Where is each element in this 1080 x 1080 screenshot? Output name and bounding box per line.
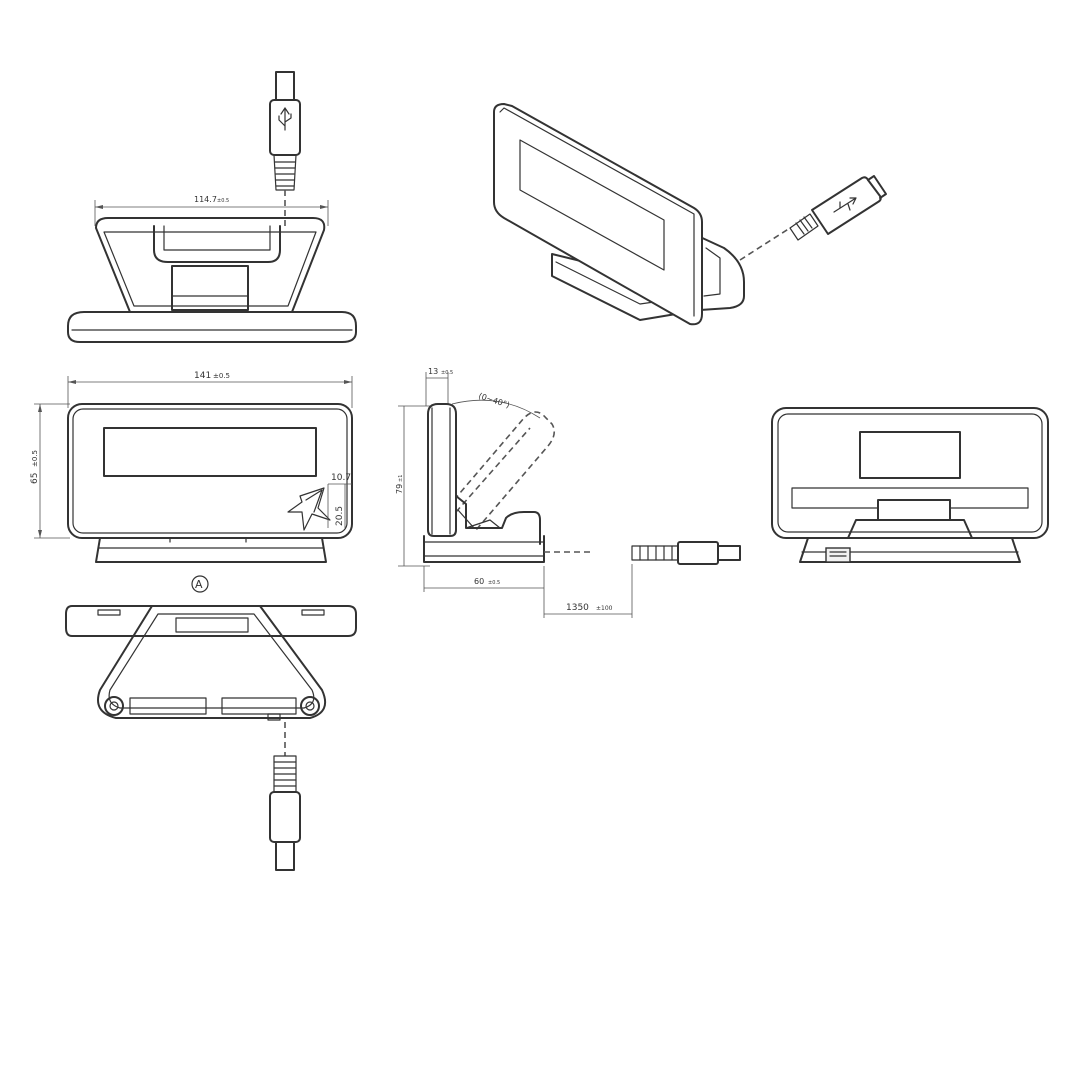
dimension-tilt: (0~40°) [451,391,541,419]
usb-plug-top [269,71,301,226]
dim-text-logo-y: 20.5 [335,506,345,526]
dimension-front-height: 65 ±0.5 [30,403,70,539]
dim-text-front-width: 141 [194,371,211,381]
view-arrow-label: A [195,578,203,591]
dim-text-side-depth: 13 [428,367,438,376]
usb-plug-iso [789,175,887,241]
dim-text-front-height: 65 [30,473,40,484]
dim-text-tilt: (0~40°) [477,391,510,410]
usb-trident-icon [278,107,292,131]
dimension-side-height: 79 ±1 [395,405,430,567]
dim-tol-cable-length: ±100 [596,605,613,612]
isometric-view [493,103,887,326]
dim-text-side-height: 79 [395,484,404,494]
top-view: 114.7 ±0.5 [67,71,357,343]
dim-tol-base-depth: ±0.5 [488,580,500,586]
dim-text-cable-length: 1350 [566,603,589,613]
bottom-view [65,605,357,871]
dimension-base-depth: 60 ±0.5 [423,566,545,618]
dim-text-top-width: 114.7 [194,195,217,204]
dim-text-logo-x: 10.7 [331,473,351,483]
rear-view [771,407,1049,563]
dim-tol-top-width: ±0.5 [217,198,229,204]
dim-tol-side-depth: ±0.5 [441,370,453,376]
dim-text-base-depth: 60 [474,577,484,586]
dimension-side-depth-top: 13 ±0.5 [425,367,453,406]
usb-trident-icon-iso [833,197,857,213]
usb-plug-side [631,541,741,565]
dimension-front-width: 141 ±0.5 [67,371,353,408]
front-view: 141 ±0.5 65 ±0.5 10.7 20.5 [30,371,353,593]
dim-tol-side-height: ±1 [398,475,404,482]
side-view: 13 ±0.5 (0~40°) 79 ±1 [395,367,741,618]
dim-tol-front-height: ±0.5 [31,450,39,467]
dimension-logo: 10.7 20.5 [327,473,352,528]
view-arrow-symbol: A [191,575,209,593]
dimension-top-width: 114.7 ±0.5 [94,195,329,226]
dimension-cable-length: 1350 ±100 [544,564,633,618]
usb-plug-bottom [269,755,301,871]
dim-tol-front-width: ±0.5 [213,372,230,380]
star-logo-icon [287,487,331,531]
